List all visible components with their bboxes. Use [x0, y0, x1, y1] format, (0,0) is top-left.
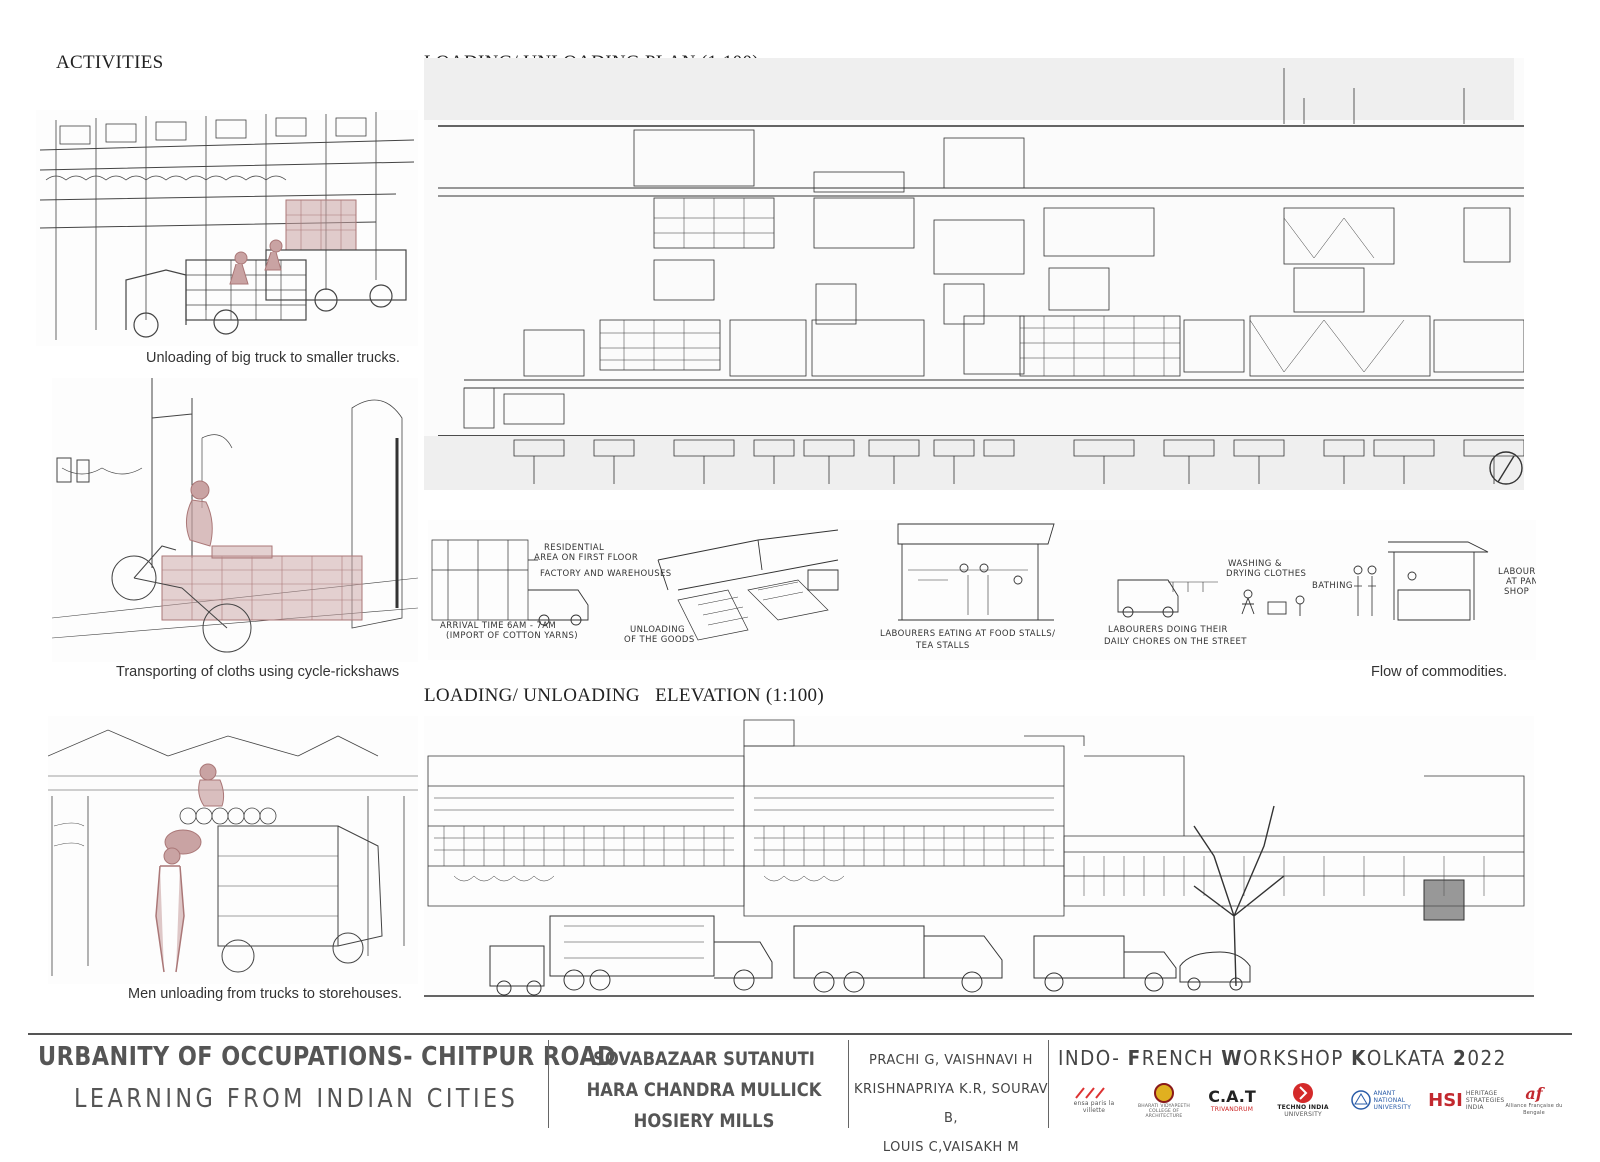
activities-heading: ACTIVITIES — [56, 52, 164, 73]
flow-sketch-warehouse: RESIDENTIAL AREA ON FIRST FLOOR FACTORY … — [431, 539, 672, 641]
flow-sketch-washing: WASHING & DRYING CLOTHES BATHING LABOURE… — [1104, 559, 1353, 647]
svg-text:AT PAN: AT PAN — [1506, 577, 1536, 587]
footer-divider — [848, 1040, 849, 1128]
footer-rule — [28, 1033, 1572, 1035]
svg-text:FACTORY AND WAREHOUSES: FACTORY AND WAREHOUSES — [540, 569, 672, 579]
plan-drawing — [424, 58, 1524, 490]
footer-site-line: HARA CHANDRA MULLICK — [586, 1079, 822, 1101]
flow-sketch-pan-shop: LABOURERS AT PAN SHOP — [1353, 541, 1536, 621]
svg-text:AREA ON FIRST FLOOR: AREA ON FIRST FLOOR — [534, 553, 638, 563]
svg-text:DAILY CHORES ON THE STREET: DAILY CHORES ON THE STREET — [1104, 637, 1247, 647]
anant-icon — [1350, 1090, 1371, 1110]
footer-site: SOVABAZAAR SUTANUTI HARA CHANDRA MULLICK… — [566, 1044, 842, 1137]
footer-divider — [548, 1040, 549, 1128]
bv-emblem-icon — [1154, 1082, 1174, 1103]
flow-sketch-food-stall: LABOURERS EATING AT FOOD STALLS/ TEA STA… — [880, 523, 1055, 651]
sketch-cycle-rickshaw — [52, 378, 418, 662]
bharati-vidyapeeth-logo: BHARATI VIDYAPEETH COLLEGE OF ARCHITECTU… — [1132, 1078, 1196, 1122]
footer-team: PRACHI G, VAISHNAVI H KRISHNAPRIYA K.R, … — [852, 1046, 1050, 1162]
svg-text:SHOP: SHOP — [1504, 587, 1529, 597]
svg-text:LABOURERS EATING AT FOOD STALL: LABOURERS EATING AT FOOD STALLS/ — [880, 629, 1055, 639]
hsi-logo: HSI HERITAGE STRATEGIES INDIA — [1428, 1089, 1505, 1111]
svg-text:DRYING CLOTHES: DRYING CLOTHES — [1226, 569, 1306, 579]
flow-of-commodities-sketches: RESIDENTIAL AREA ON FIRST FLOOR FACTORY … — [428, 520, 1536, 660]
svg-text:BATHING: BATHING — [1312, 581, 1353, 591]
svg-text:UNLOADING: UNLOADING — [630, 625, 685, 635]
footer-site-line: HOSIERY MILLS — [633, 1110, 775, 1132]
sketch-truck-unloading — [36, 110, 418, 346]
svg-text:OF THE GOODS: OF THE GOODS — [624, 635, 695, 645]
footer-site-line: SOVABAZAAR SUTANUTI — [593, 1048, 815, 1070]
footer-team-line: KRISHNAPRIYA K.R, SOURAV B, — [853, 1082, 1049, 1126]
svg-text:ARRIVAL TIME 6AM - 7AM: ARRIVAL TIME 6AM - 7AM — [440, 621, 556, 631]
caption-men-unloading: Men unloading from trucks to storehouses… — [128, 986, 403, 1002]
svg-text:LABOURERS DOING THEIR: LABOURERS DOING THEIR — [1108, 625, 1228, 635]
anant-university-logo: ANANT NATIONAL UNIVERSITY — [1346, 1078, 1422, 1122]
footer-divider — [1048, 1040, 1049, 1128]
caption-flow-of-commodities: Flow of commodities. — [1371, 664, 1508, 680]
footer-team-line: PRACHI G, VAISHNAVI H — [869, 1053, 1033, 1068]
flow-sketch-unloading: UNLOADING OF THE GOODS — [624, 529, 839, 645]
sketch-men-unloading — [48, 716, 418, 984]
partner-logos: ensa paris la villette BHARATI VIDYAPEET… — [1062, 1078, 1572, 1122]
ensa-paris-logo: ensa paris la villette — [1062, 1078, 1126, 1122]
caption-transporting-cloths: Transporting of cloths using cycle-ricks… — [116, 664, 400, 680]
cat-logo: C.A.T TRIVANDRUM — [1208, 1087, 1256, 1113]
techno-india-logo: TECHNO INDIA UNIVERSITY — [1268, 1078, 1338, 1122]
elevation-heading: LOADING/ UNLOADING ELEVATION (1:100) — [424, 685, 824, 706]
footer-title-main: URBANITY OF OCCUPATIONS- CHITPUR ROAD — [38, 1042, 617, 1072]
alliance-francaise-logo: af Alliance Française du Bengale — [1505, 1083, 1563, 1116]
footer-team-line: LOUIS C,VAISAKH M — [882, 1140, 1020, 1155]
ensa-paris-icon — [1075, 1087, 1105, 1099]
caption-unloading-big-truck: Unloading of big truck to smaller trucks… — [146, 350, 400, 366]
workshop-title: INDO- FRENCH WORKSHOP KOLKATA 2022 — [1058, 1046, 1507, 1070]
svg-text:RESIDENTIAL: RESIDENTIAL — [544, 543, 604, 553]
elevation-drawing — [424, 716, 1534, 1000]
svg-text:LABOURERS: LABOURERS — [1498, 567, 1536, 577]
svg-text:(IMPORT OF COTTON YARNS): (IMPORT OF COTTON YARNS) — [446, 631, 578, 641]
svg-text:WASHING &: WASHING & — [1228, 559, 1282, 569]
techno-india-icon — [1293, 1083, 1313, 1103]
footer-title-sub: LEARNING FROM INDIAN CITIES — [74, 1084, 519, 1114]
svg-text:TEA STALLS: TEA STALLS — [915, 641, 970, 651]
